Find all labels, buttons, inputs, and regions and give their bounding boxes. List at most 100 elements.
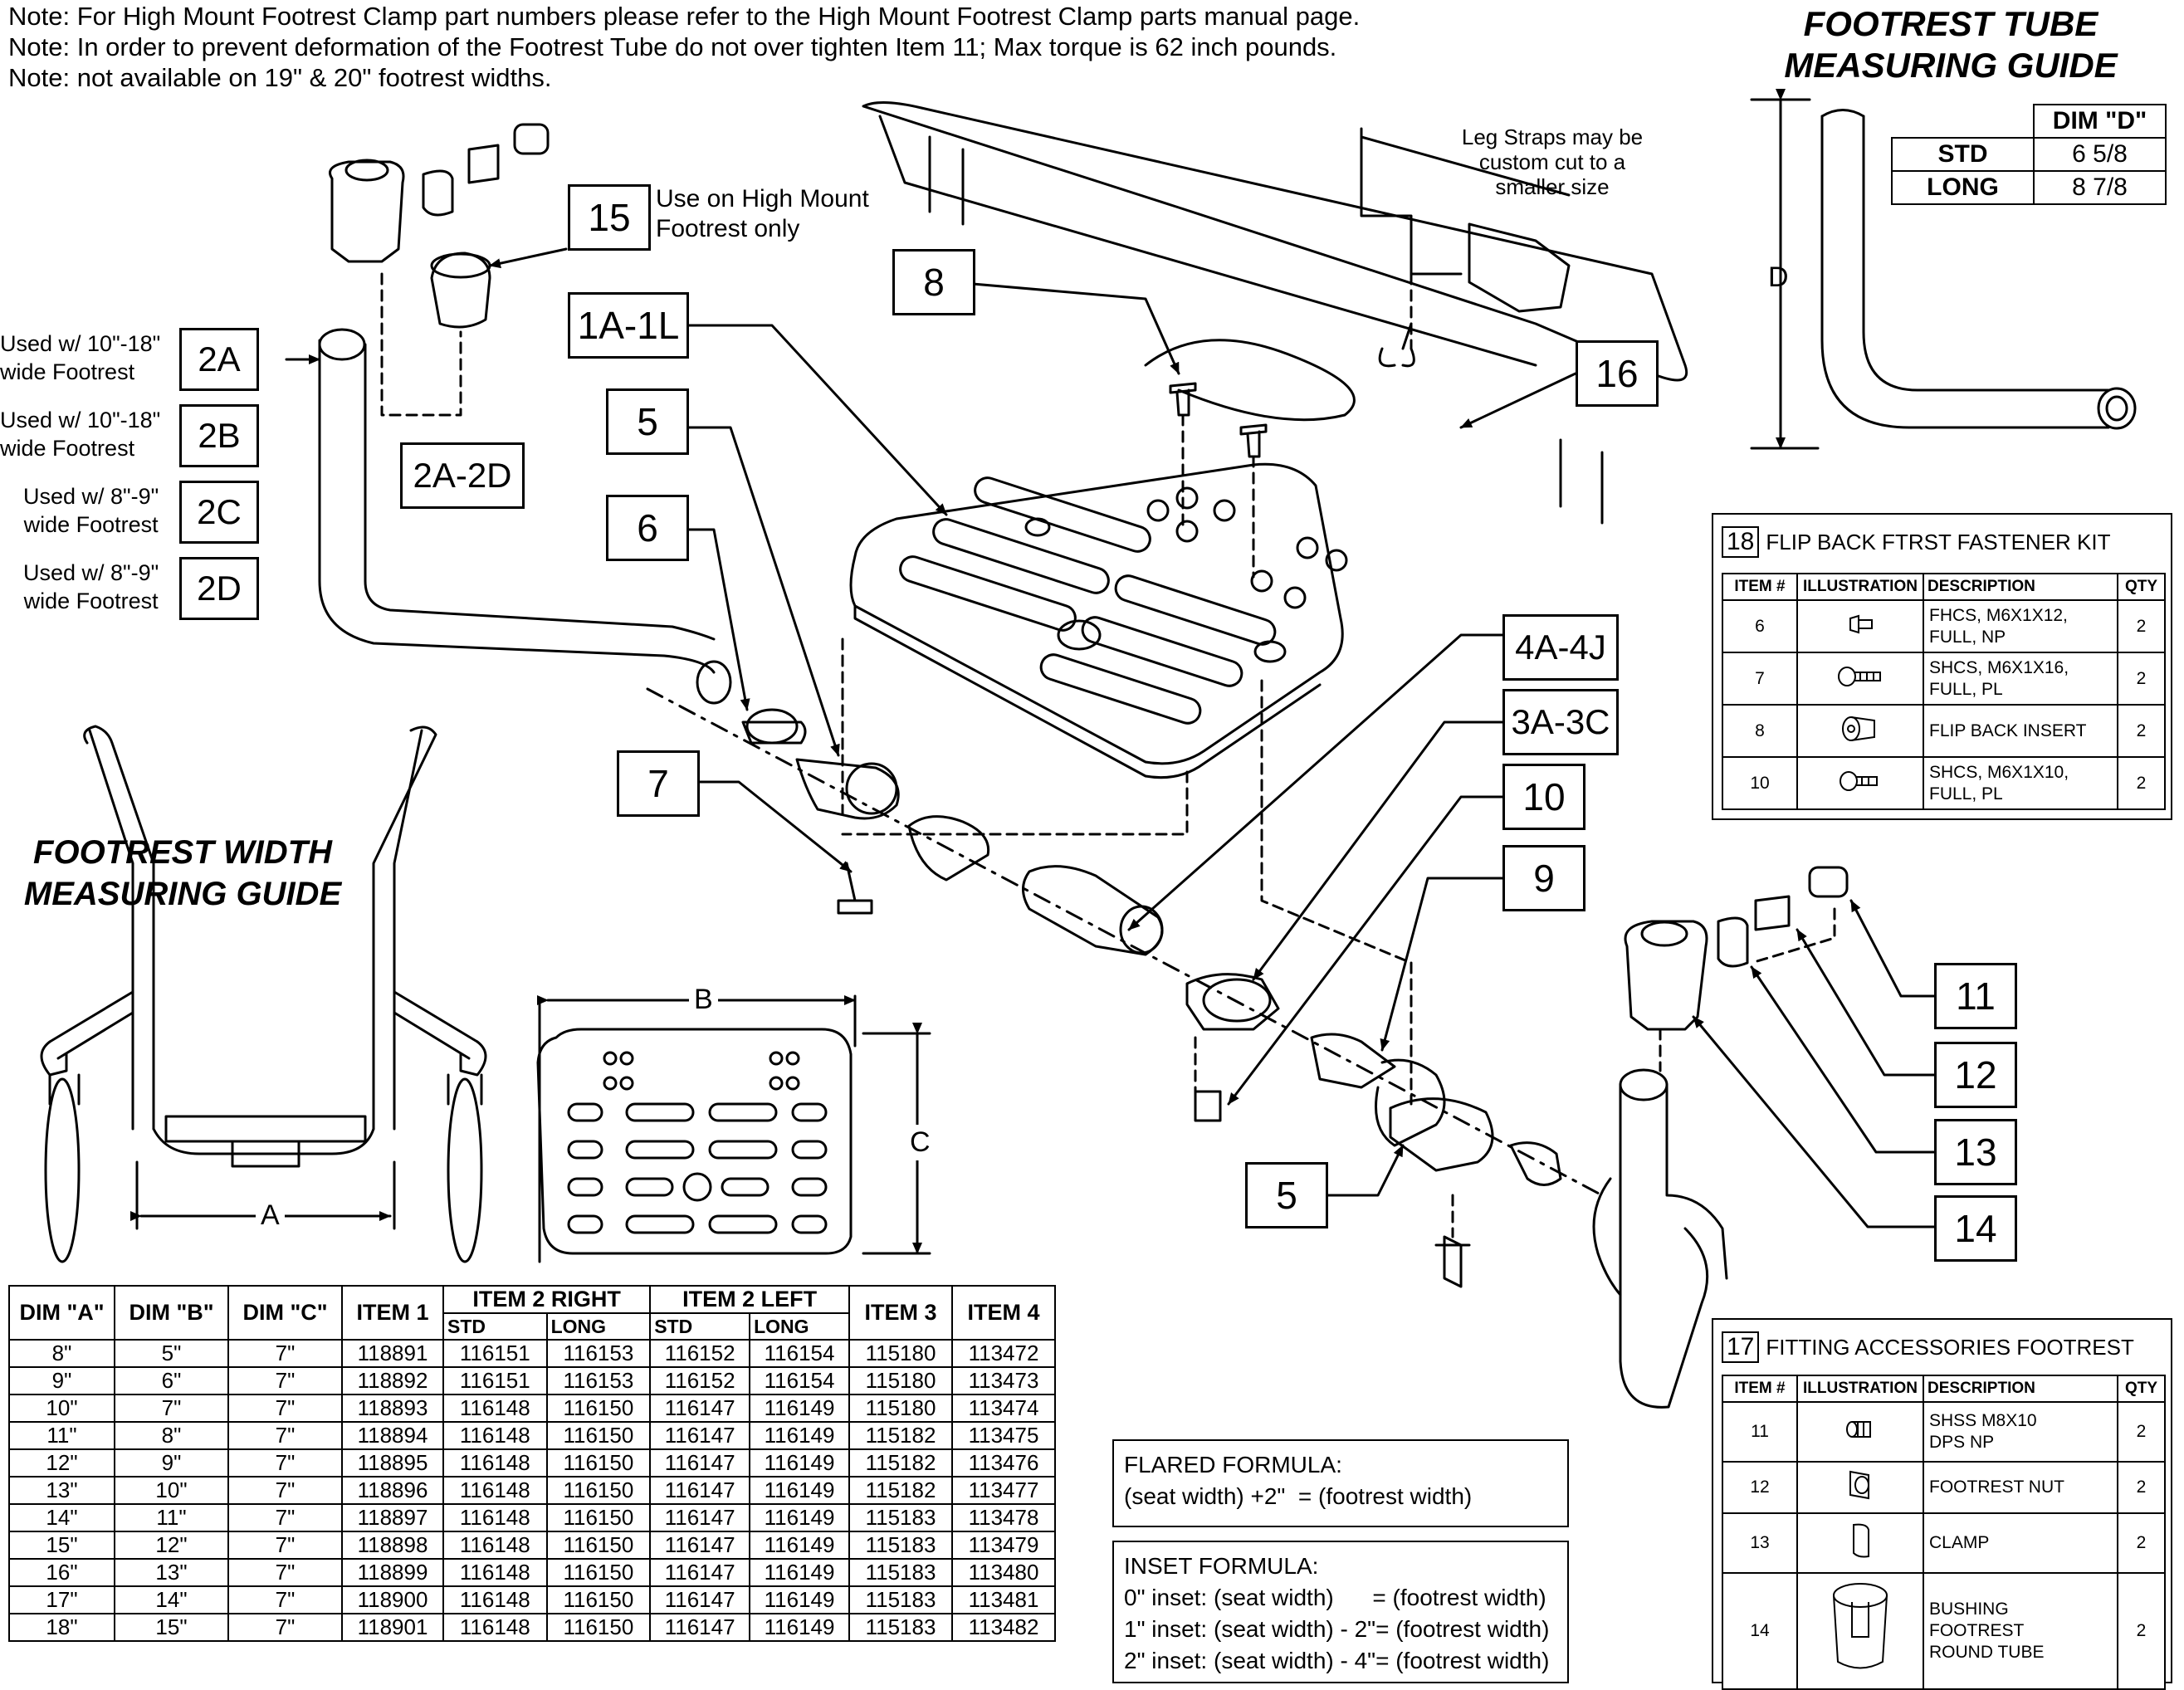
note-2d: Used w/ 8"-9"wide Footrest bbox=[23, 560, 159, 613]
left-bushing-drawing bbox=[329, 123, 550, 417]
note-2a: Used w/ 10"-18"wide Footrest bbox=[0, 331, 161, 384]
footplate-dims-drawing bbox=[536, 994, 931, 1263]
wheelchair-front-drawing bbox=[40, 725, 487, 1263]
table-cell: 116147 bbox=[649, 1421, 751, 1450]
callout-2d: 2D bbox=[179, 557, 259, 620]
footrest-nut-icon bbox=[1796, 1461, 1924, 1514]
table-cell: 116147 bbox=[649, 1613, 751, 1642]
table-cell: 116151 bbox=[442, 1366, 548, 1395]
table-cell: 116149 bbox=[749, 1448, 850, 1478]
table-cell: 116147 bbox=[649, 1531, 751, 1560]
width-guide-title: FOOTREST WIDTH MEASURING GUIDE bbox=[23, 834, 342, 912]
callout-10: 10 bbox=[1502, 764, 1585, 830]
left-footrest-tube-drawing bbox=[318, 328, 732, 705]
kit-18-number: 18 bbox=[1722, 526, 1760, 558]
table-cell: 113475 bbox=[951, 1421, 1056, 1450]
callout-6: 6 bbox=[606, 495, 689, 561]
table-cell: 7" bbox=[227, 1366, 343, 1395]
footplate-drawing bbox=[849, 462, 1348, 779]
table-cell: 115180 bbox=[848, 1339, 953, 1368]
callout-15: 15 bbox=[568, 184, 651, 251]
table-cell: 116150 bbox=[545, 1585, 652, 1614]
callout-5-bottom: 5 bbox=[1245, 1162, 1328, 1228]
table-cell: 116152 bbox=[649, 1366, 751, 1395]
dim-c-label: C bbox=[906, 1125, 934, 1160]
table-cell: 10" bbox=[8, 1394, 115, 1423]
inset-formula-box: INSET FORMULA:0" inset: (seat width) = (… bbox=[1112, 1541, 1569, 1683]
table-cell: 116148 bbox=[442, 1421, 548, 1450]
callout-2b: 2B bbox=[179, 404, 259, 467]
callout-2a-2d: 2A-2D bbox=[400, 442, 525, 509]
table-cell: 116148 bbox=[442, 1585, 548, 1614]
callout-4a-4j: 4A-4J bbox=[1502, 614, 1619, 681]
table-cell: 113473 bbox=[951, 1366, 1056, 1395]
table-cell: 113476 bbox=[951, 1448, 1056, 1478]
table-cell: 116147 bbox=[649, 1558, 751, 1587]
table-cell: 116148 bbox=[442, 1558, 548, 1587]
table-cell: 18" bbox=[8, 1613, 115, 1642]
table-cell: 116149 bbox=[749, 1394, 850, 1423]
table-cell: 118894 bbox=[341, 1421, 444, 1450]
table-cell: 116154 bbox=[749, 1366, 850, 1395]
table-cell: 113482 bbox=[951, 1613, 1056, 1642]
table-cell: 116149 bbox=[749, 1476, 850, 1505]
table-cell: 116150 bbox=[545, 1558, 652, 1587]
shcs-screw-icon bbox=[1796, 756, 1924, 810]
callout-13: 13 bbox=[1934, 1119, 2017, 1185]
table-cell: 7" bbox=[227, 1394, 343, 1423]
note-2b: Used w/ 10"-18"wide Footrest bbox=[0, 408, 161, 461]
callout-8: 8 bbox=[892, 249, 975, 315]
table-cell: 15" bbox=[8, 1531, 115, 1560]
table-cell: 7" bbox=[227, 1421, 343, 1450]
table-cell: 115182 bbox=[848, 1448, 953, 1478]
table-cell: 113481 bbox=[951, 1585, 1056, 1614]
table-cell: 115183 bbox=[848, 1585, 953, 1614]
note-high-mount: Note: For High Mount Footrest Clamp part… bbox=[8, 2, 1361, 31]
table-cell: 116149 bbox=[749, 1613, 850, 1642]
table-cell: 115183 bbox=[848, 1558, 953, 1587]
table-cell: 14" bbox=[114, 1585, 229, 1614]
table-cell: 116150 bbox=[545, 1476, 652, 1505]
table-cell: 115180 bbox=[848, 1394, 953, 1423]
table-cell: 115182 bbox=[848, 1476, 953, 1505]
table-cell: 118891 bbox=[341, 1339, 444, 1368]
tube-guide-title: FOOTREST TUBE MEASURING GUIDE bbox=[1784, 4, 2118, 85]
table-cell: 113474 bbox=[951, 1394, 1056, 1423]
table-cell: 116149 bbox=[749, 1531, 850, 1560]
table-cell: 12" bbox=[114, 1531, 229, 1560]
table-cell: 7" bbox=[114, 1394, 229, 1423]
table-cell: 118901 bbox=[341, 1613, 444, 1642]
table-cell: 116147 bbox=[649, 1585, 751, 1614]
table-cell: 116147 bbox=[649, 1394, 751, 1423]
table-cell: 7" bbox=[227, 1585, 343, 1614]
shcs-screw-icon bbox=[1796, 652, 1924, 706]
table-cell: 116154 bbox=[749, 1339, 850, 1368]
table-cell: 9" bbox=[114, 1448, 229, 1478]
tube-guide-drawing bbox=[1750, 89, 2137, 450]
table-cell: 113479 bbox=[951, 1531, 1056, 1560]
callout-leader-lines bbox=[285, 247, 1936, 1228]
table-cell: 116147 bbox=[649, 1503, 751, 1532]
table-cell: 116150 bbox=[545, 1503, 652, 1532]
table-cell: 11" bbox=[8, 1421, 115, 1450]
table-cell: 8" bbox=[8, 1339, 115, 1368]
table-cell: 116150 bbox=[545, 1448, 652, 1478]
callout-14: 14 bbox=[1934, 1195, 2017, 1262]
kit-17-number: 17 bbox=[1722, 1331, 1760, 1363]
table-cell: 118895 bbox=[341, 1448, 444, 1478]
table-cell: 115183 bbox=[848, 1613, 953, 1642]
table-cell: 13" bbox=[8, 1476, 115, 1505]
callout-11: 11 bbox=[1934, 963, 2017, 1029]
callout-1a-1l: 1A-1L bbox=[568, 292, 689, 359]
table-cell: 116149 bbox=[749, 1421, 850, 1450]
callout-7: 7 bbox=[617, 750, 700, 817]
table-cell: 118897 bbox=[341, 1503, 444, 1532]
table-cell: 15" bbox=[114, 1613, 229, 1642]
callout-5-top: 5 bbox=[606, 388, 689, 455]
hardware-exploded-drawing bbox=[646, 637, 1604, 1288]
